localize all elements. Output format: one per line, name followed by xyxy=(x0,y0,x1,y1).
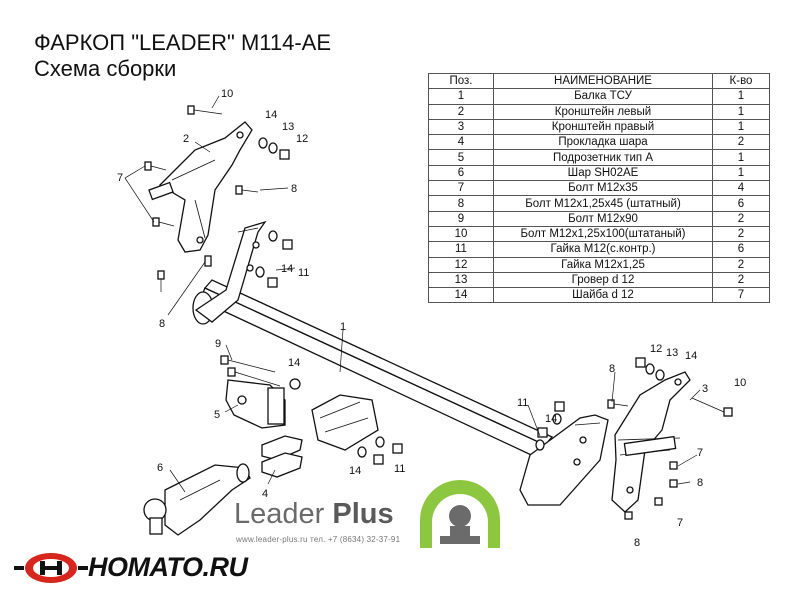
page-title: ФАРКОП "LEADER" M114-AE xyxy=(34,30,332,55)
callout-label: 8 xyxy=(291,183,297,195)
spec-cell-name: Шар SH02AE xyxy=(493,164,713,182)
brand-name-bold: Plus xyxy=(332,498,394,530)
page-subtitle: Схема сборки xyxy=(34,56,177,81)
callout-label: 7 xyxy=(677,517,683,529)
spec-cell-name: Кронштейн левый xyxy=(493,103,713,120)
callout-label: 6 xyxy=(157,462,163,474)
callout-label: 8 xyxy=(634,537,640,549)
callout-label: 9 xyxy=(215,338,221,350)
brand-contact: www.leader-plus.ru тел. +7 (8634) 32-37-… xyxy=(236,535,401,544)
spec-cell-name: Подрозетник тип А xyxy=(493,149,713,166)
ball-spacers xyxy=(261,435,303,478)
callout-label: 4 xyxy=(262,488,268,500)
spec-cell-qty: 1 xyxy=(712,149,770,166)
callout-label: 14 xyxy=(349,465,361,477)
callout-label: 14 xyxy=(685,350,697,362)
spec-cell-name: Гровер d 12 xyxy=(493,271,713,289)
bracket-left xyxy=(148,121,253,253)
bolts xyxy=(144,105,733,520)
callout-label: 12 xyxy=(296,133,308,145)
callout-label: 11 xyxy=(394,463,405,475)
callout-label: 8 xyxy=(609,363,615,375)
callout-label: 7 xyxy=(697,447,703,459)
callout-label: 3 xyxy=(702,383,708,395)
spec-cell-qty: 7 xyxy=(712,287,770,304)
towbar-beam xyxy=(192,220,609,506)
callout-labels: 10 14 13 12 2 7 8 8 14 11 1 9 14 5 11 14… xyxy=(117,88,746,549)
homato-logo-icon xyxy=(14,553,88,583)
callout-label: 8 xyxy=(697,477,703,489)
callout-label: 11 xyxy=(517,397,528,409)
spec-cell-name: Болт М12х1,25х100(штатаный) xyxy=(493,225,713,243)
callout-label: 14 xyxy=(281,263,293,275)
tow-ball xyxy=(143,463,251,536)
socket-plate xyxy=(225,379,286,429)
callout-label: 10 xyxy=(734,377,746,389)
callout-label: 14 xyxy=(545,413,557,425)
spec-cell-pos: 14 xyxy=(428,287,494,304)
callout-label: 13 xyxy=(666,347,678,359)
nuts-washers xyxy=(255,137,665,465)
callout-label: 11 xyxy=(298,267,309,279)
callout-label: 8 xyxy=(159,318,165,330)
callout-label: 5 xyxy=(214,409,220,421)
watermark-text: HOMATO.RU xyxy=(88,552,248,582)
bracket-right xyxy=(611,371,691,513)
callout-label: 14 xyxy=(288,357,300,369)
callout-label: 1 xyxy=(340,321,346,333)
callout-label: 7 xyxy=(117,172,123,184)
spec-table-header-row: Поз. НАИМЕНОВАНИЕ К-во xyxy=(428,72,770,90)
brand-name: Leader Plus xyxy=(234,498,394,531)
callout-label: 12 xyxy=(650,343,662,355)
leader-plus-logo-icon xyxy=(420,480,500,548)
spec-col-pos: Поз. xyxy=(428,72,494,90)
ball-mount-plate xyxy=(311,394,379,451)
callout-label: 2 xyxy=(183,133,189,145)
leader-lines xyxy=(124,95,701,493)
callout-label: 10 xyxy=(221,88,233,100)
callout-label: 13 xyxy=(282,121,294,133)
callout-label: 14 xyxy=(265,109,277,121)
spec-cell-name: Шайба d 12 xyxy=(493,287,713,304)
brand-name-light: Leader xyxy=(234,498,333,530)
